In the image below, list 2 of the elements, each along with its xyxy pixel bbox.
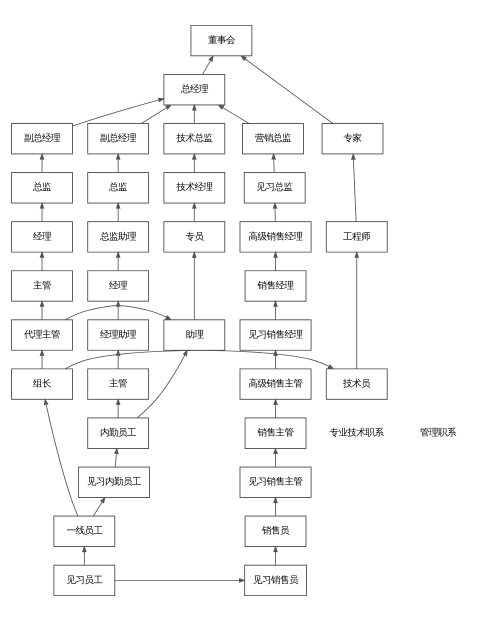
label: 专业技术职系: [330, 427, 384, 438]
label: 管理职系: [420, 427, 456, 438]
